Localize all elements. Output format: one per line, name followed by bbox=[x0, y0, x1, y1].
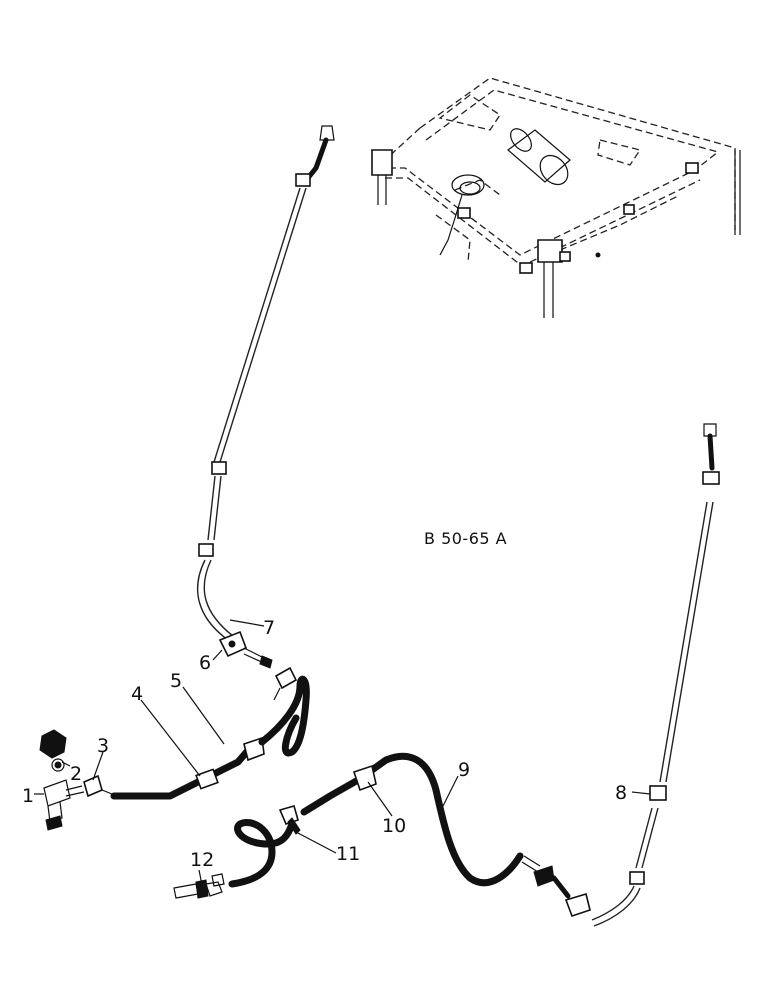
callout-5: 5 bbox=[170, 670, 182, 692]
callout-7: 7 bbox=[263, 617, 275, 639]
callout-10: 10 bbox=[382, 815, 406, 837]
left-hose-assembly bbox=[39, 675, 310, 831]
leader-lines bbox=[34, 619, 651, 891]
callout-4: 4 bbox=[131, 683, 143, 705]
left-tube-assembly bbox=[196, 125, 335, 701]
callout-6: 6 bbox=[199, 652, 211, 674]
right-hose-assembly bbox=[173, 752, 591, 918]
callout-9: 9 bbox=[458, 759, 470, 781]
frame-assembly bbox=[371, 77, 741, 318]
callout-8: 8 bbox=[615, 782, 627, 804]
right-tube-assembly bbox=[591, 423, 720, 927]
callout-11: 11 bbox=[336, 843, 360, 865]
callout-12: 12 bbox=[190, 849, 214, 871]
callout-2: 2 bbox=[70, 763, 82, 785]
callout-1: 1 bbox=[22, 785, 34, 807]
callout-3: 3 bbox=[97, 735, 109, 757]
drawing-code: B 50-65 A bbox=[424, 529, 507, 548]
